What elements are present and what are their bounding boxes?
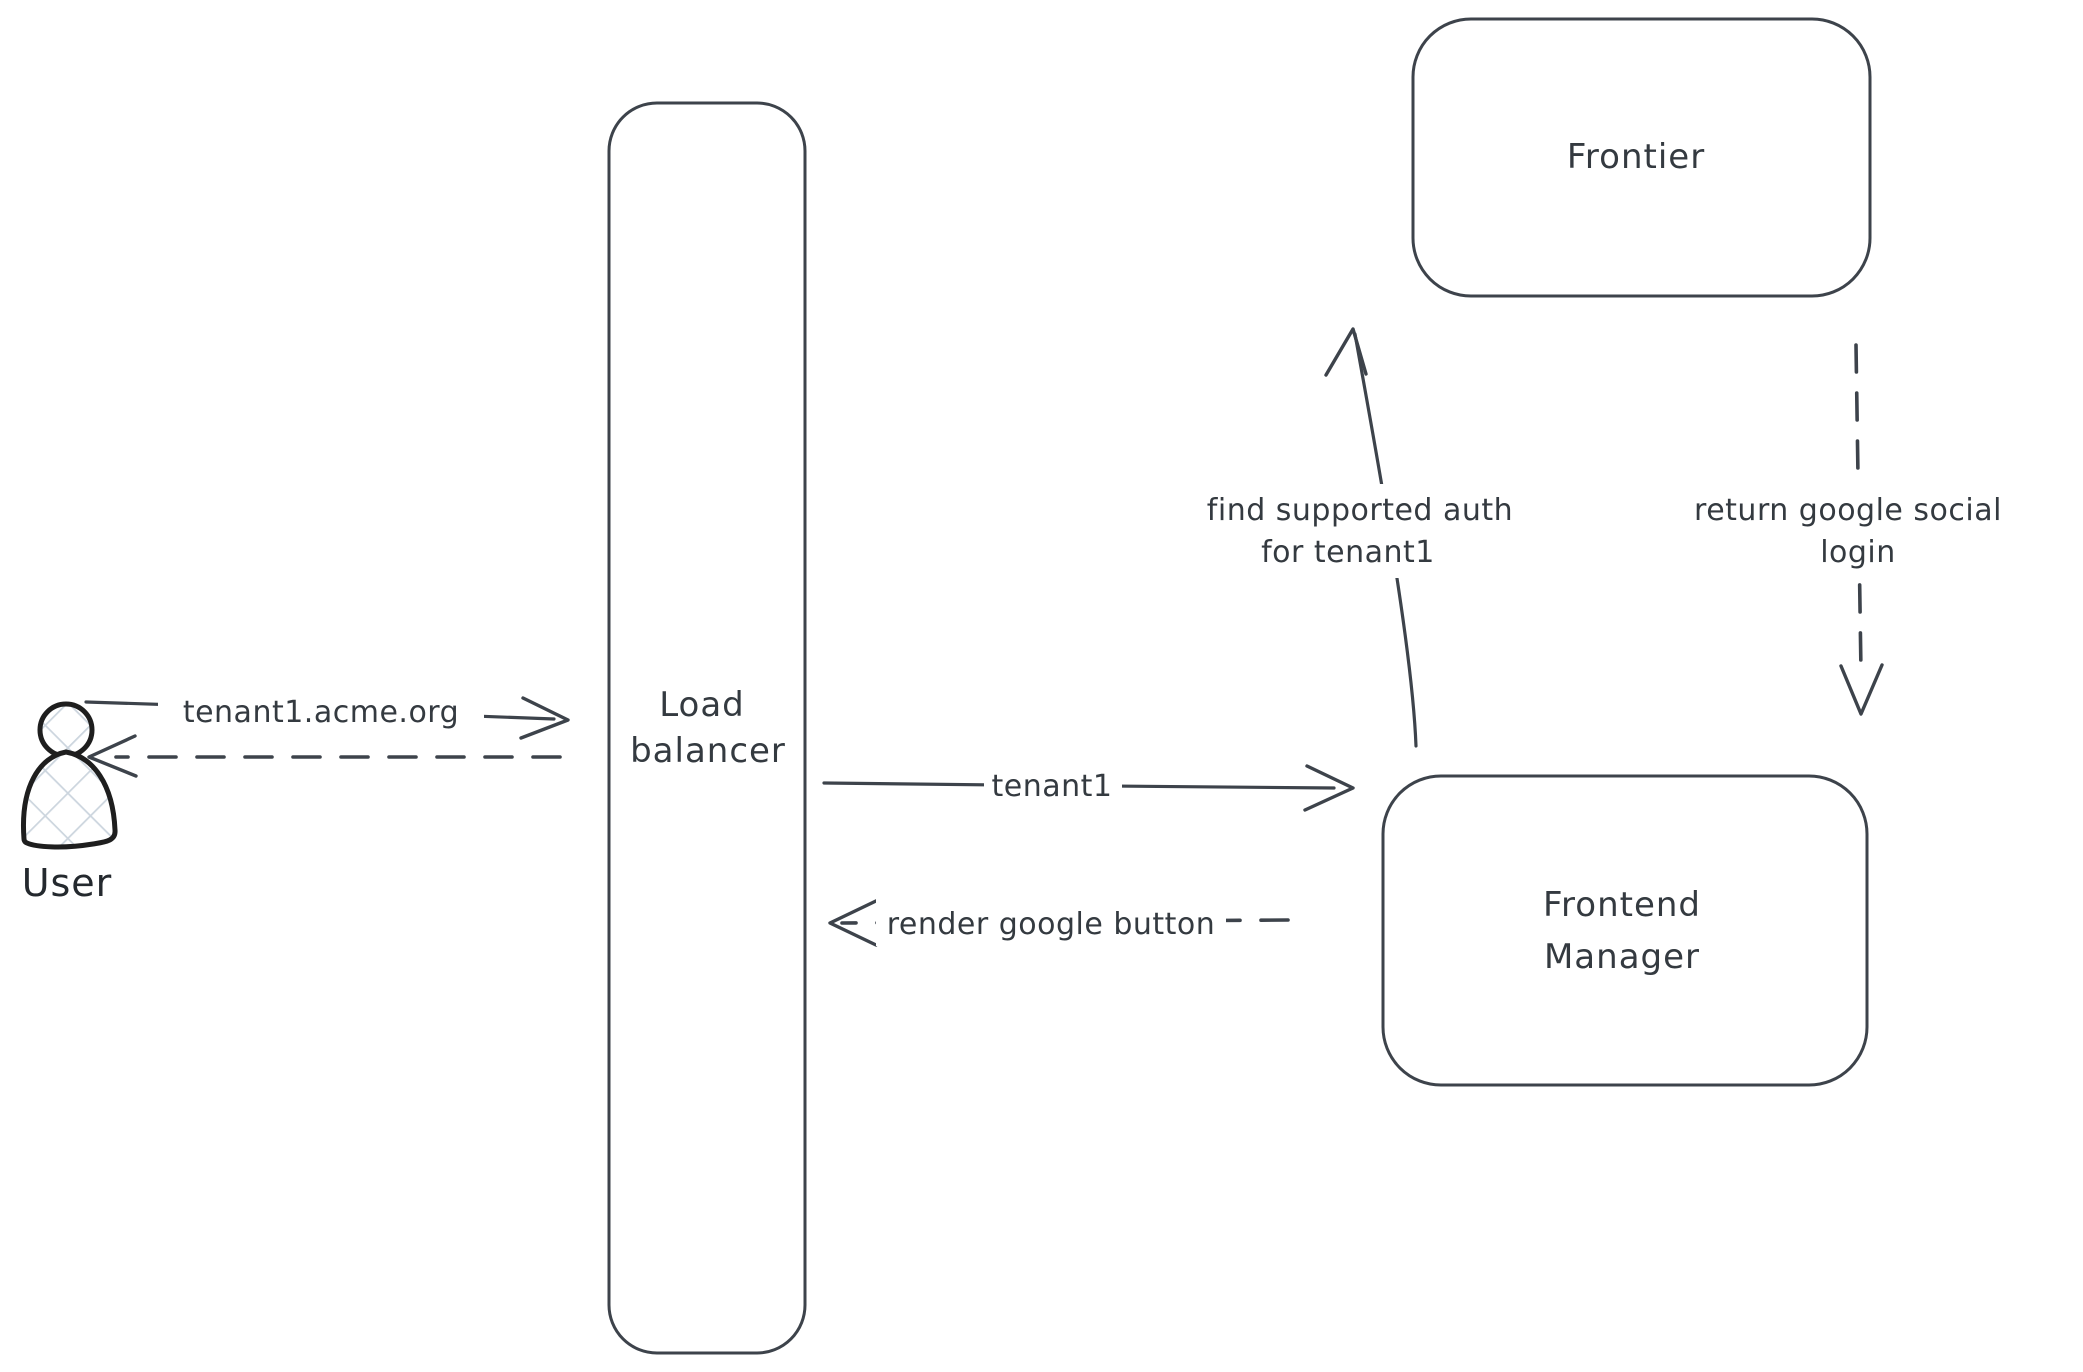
load-balancer-label-line2: balancer — [630, 731, 786, 771]
edge-user-to-load-balancer-label: tenant1.acme.org — [183, 695, 459, 730]
frontier-box[interactable] — [1411, 17, 1872, 298]
user-actor[interactable]: User — [20, 701, 118, 905]
arrowhead-left-icon — [87, 734, 138, 778]
load-balancer-box[interactable] — [607, 101, 807, 1355]
edge-frontier-to-frontend-manager[interactable]: return google social login — [1650, 343, 2050, 716]
edge-frontend-manager-to-frontier-label-line2: for tenant1 — [1261, 535, 1435, 570]
edge-frontend-manager-to-load-balancer-label: render google button — [887, 907, 1216, 942]
frontier-label: Frontier — [1567, 137, 1705, 177]
edge-label-bg — [158, 684, 484, 734]
edge-label-bg — [1650, 484, 2050, 578]
frontend-manager-label-line1: Frontend — [1543, 885, 1701, 925]
arrowhead-up-icon — [1324, 327, 1368, 377]
frontend-manager-node[interactable]: Frontend Manager — [1381, 774, 1869, 1087]
edge-load-balancer-to-user[interactable] — [87, 734, 562, 778]
frontend-manager-label-line2: Manager — [1544, 937, 1700, 977]
frontend-manager-box[interactable] — [1381, 774, 1869, 1087]
edge-frontend-manager-to-frontier-label-line1: find supported auth — [1207, 493, 1513, 528]
edge-frontier-to-frontend-manager-label-line1: return google social — [1694, 493, 2002, 528]
edge-load-balancer-to-frontend-manager-label: tenant1 — [992, 769, 1113, 804]
edge-frontend-manager-to-frontier[interactable]: find supported auth for tenant1 — [1200, 327, 1516, 748]
user-body-icon — [20, 749, 118, 850]
edge-frontend-manager-to-load-balancer[interactable]: render google button — [828, 894, 1290, 947]
edge-label-bg — [1200, 484, 1516, 578]
edge-label-bg — [984, 762, 1122, 808]
load-balancer-label-line1: Load — [659, 685, 745, 725]
arrowhead-right-icon — [519, 696, 570, 740]
user-head-icon — [37, 701, 95, 759]
edge-label-bg — [876, 894, 1226, 946]
load-balancer-node[interactable]: Load balancer — [607, 101, 807, 1355]
arrowhead-left-icon — [828, 898, 880, 947]
edge-load-balancer-to-frontend-manager[interactable]: tenant1 — [822, 762, 1355, 812]
edge-frontier-to-frontend-manager-label-line2: login — [1820, 535, 1896, 570]
edge-user-to-load-balancer[interactable]: tenant1.acme.org — [84, 684, 570, 740]
arrowhead-down-icon — [1839, 663, 1884, 716]
user-actor-label: User — [22, 861, 113, 905]
frontier-node[interactable]: Frontier — [1411, 17, 1872, 298]
arrowhead-right-icon — [1303, 764, 1355, 812]
